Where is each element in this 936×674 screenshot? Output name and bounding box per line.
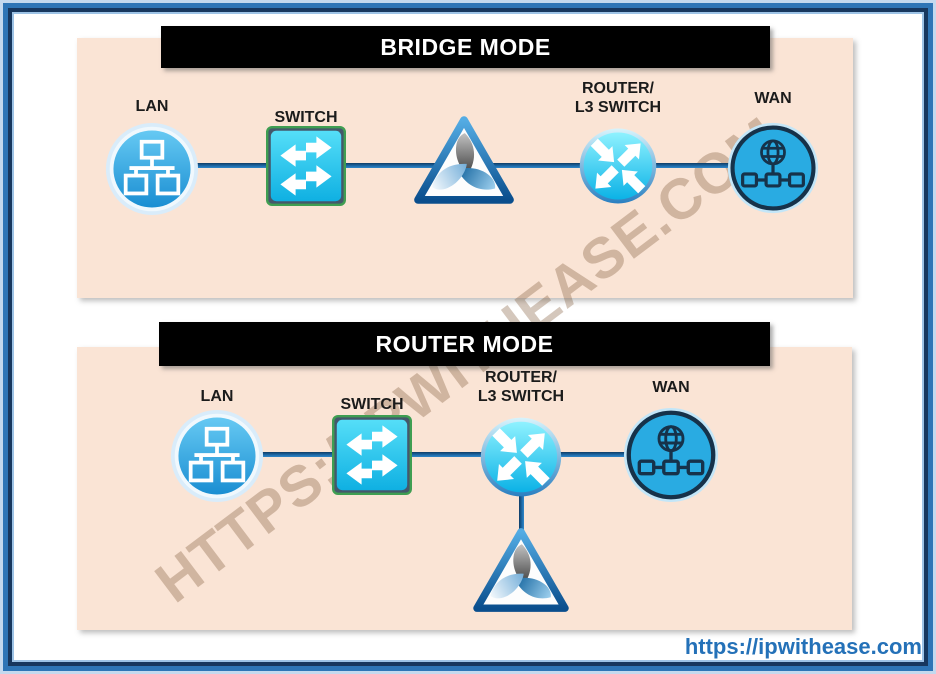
router-icon [478, 416, 564, 498]
router-router-label-line2: L3 SWITCH [477, 388, 565, 405]
bridge-router-label-line2: L3 SWITCH [574, 99, 662, 116]
bridge-mode-title-bar: BRIDGE MODE [161, 26, 770, 68]
lan-network-icon [105, 122, 199, 216]
footer-website-link[interactable]: https://ipwithease.com [684, 634, 922, 659]
bridge-mode-title: BRIDGE MODE [380, 33, 551, 60]
wan-globe-icon [623, 407, 719, 503]
bridge-wan-label: WAN [754, 90, 792, 107]
lan-network-icon [170, 409, 264, 503]
router-lan-label: LAN [200, 388, 234, 405]
router-switch-label: SWITCH [340, 396, 404, 413]
bridge-router-label-line1: ROUTER/ [582, 80, 654, 97]
router-network-link-line [217, 452, 671, 457]
switch-icon [332, 415, 412, 495]
firewall-icon [412, 114, 516, 206]
switch-icon [266, 126, 346, 206]
bridge-switch-label: SWITCH [274, 109, 338, 126]
wan-globe-icon [727, 122, 819, 214]
router-router-label-line1: ROUTER/ [485, 369, 557, 386]
router-mode-title: ROUTER MODE [375, 330, 554, 357]
bridge-router-label: ROUTER/ L3 SWITCH [556, 79, 680, 117]
router-router-label: ROUTER/ L3 SWITCH [459, 368, 583, 406]
router-wan-label: WAN [652, 379, 690, 396]
router-mode-title-bar: ROUTER MODE [159, 322, 770, 366]
router-icon [574, 127, 662, 205]
firewall-icon [469, 526, 573, 614]
bridge-lan-label: LAN [135, 98, 169, 115]
